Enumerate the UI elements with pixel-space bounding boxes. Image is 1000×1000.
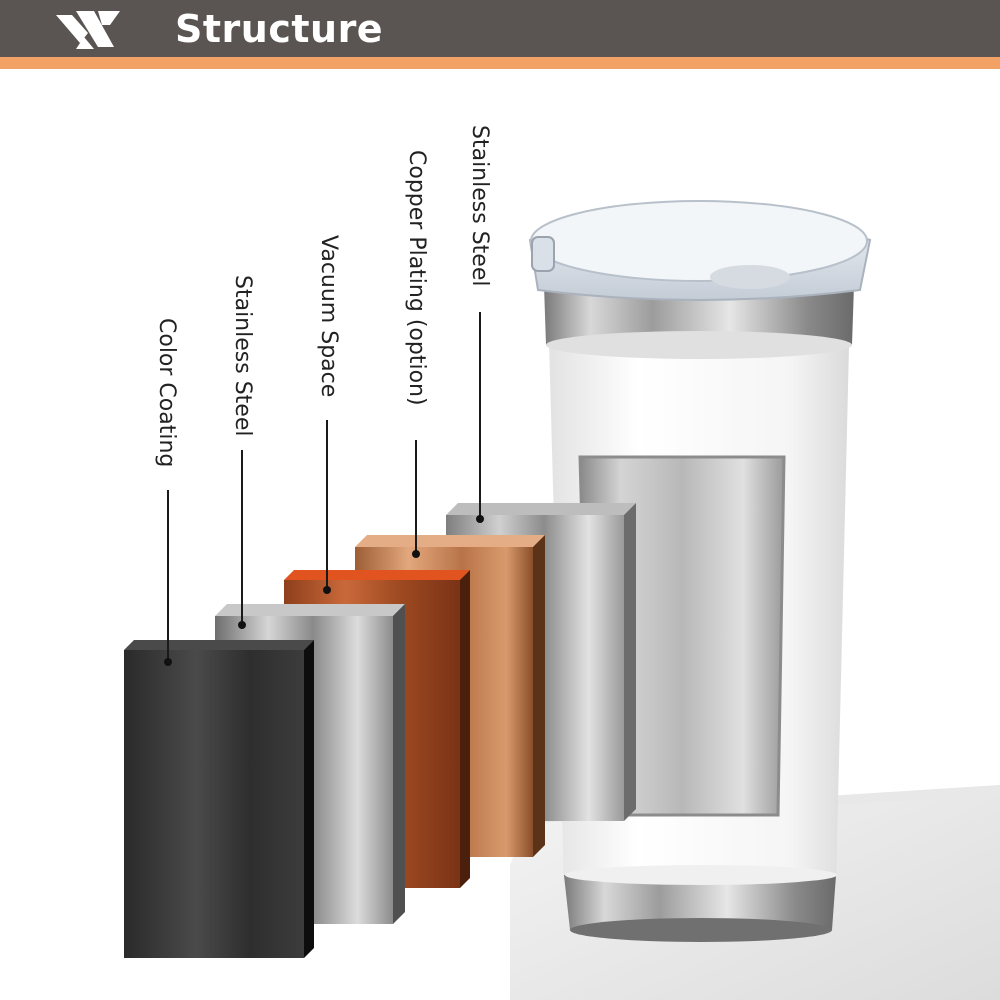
- leader-line: [167, 490, 169, 662]
- callout-label-stainless-steel-outer: Stainless Steel: [230, 275, 255, 437]
- leader-line: [479, 312, 481, 520]
- callout-dot: [323, 586, 331, 594]
- header-accent-stripe: [0, 57, 1000, 69]
- layer-color-coating: [124, 640, 314, 958]
- callout-dot: [238, 621, 246, 629]
- callout-label-vacuum-space: Vacuum Space: [316, 235, 341, 398]
- leader-line: [415, 440, 417, 554]
- page-title: Structure: [175, 7, 384, 51]
- leader-line: [241, 450, 243, 624]
- callout-label-copper-plating: Copper Plating (option): [404, 150, 429, 406]
- callout-dot: [164, 658, 172, 666]
- callout-dot: [476, 515, 484, 523]
- callout-label-stainless-steel-inner: Stainless Steel: [467, 125, 492, 287]
- callout-dot: [412, 550, 420, 558]
- callout-label-color-coating: Color Coating: [154, 318, 179, 468]
- header-bar: Structure: [0, 0, 1000, 57]
- brand-logo-icon: [56, 11, 120, 49]
- leader-line: [326, 420, 328, 590]
